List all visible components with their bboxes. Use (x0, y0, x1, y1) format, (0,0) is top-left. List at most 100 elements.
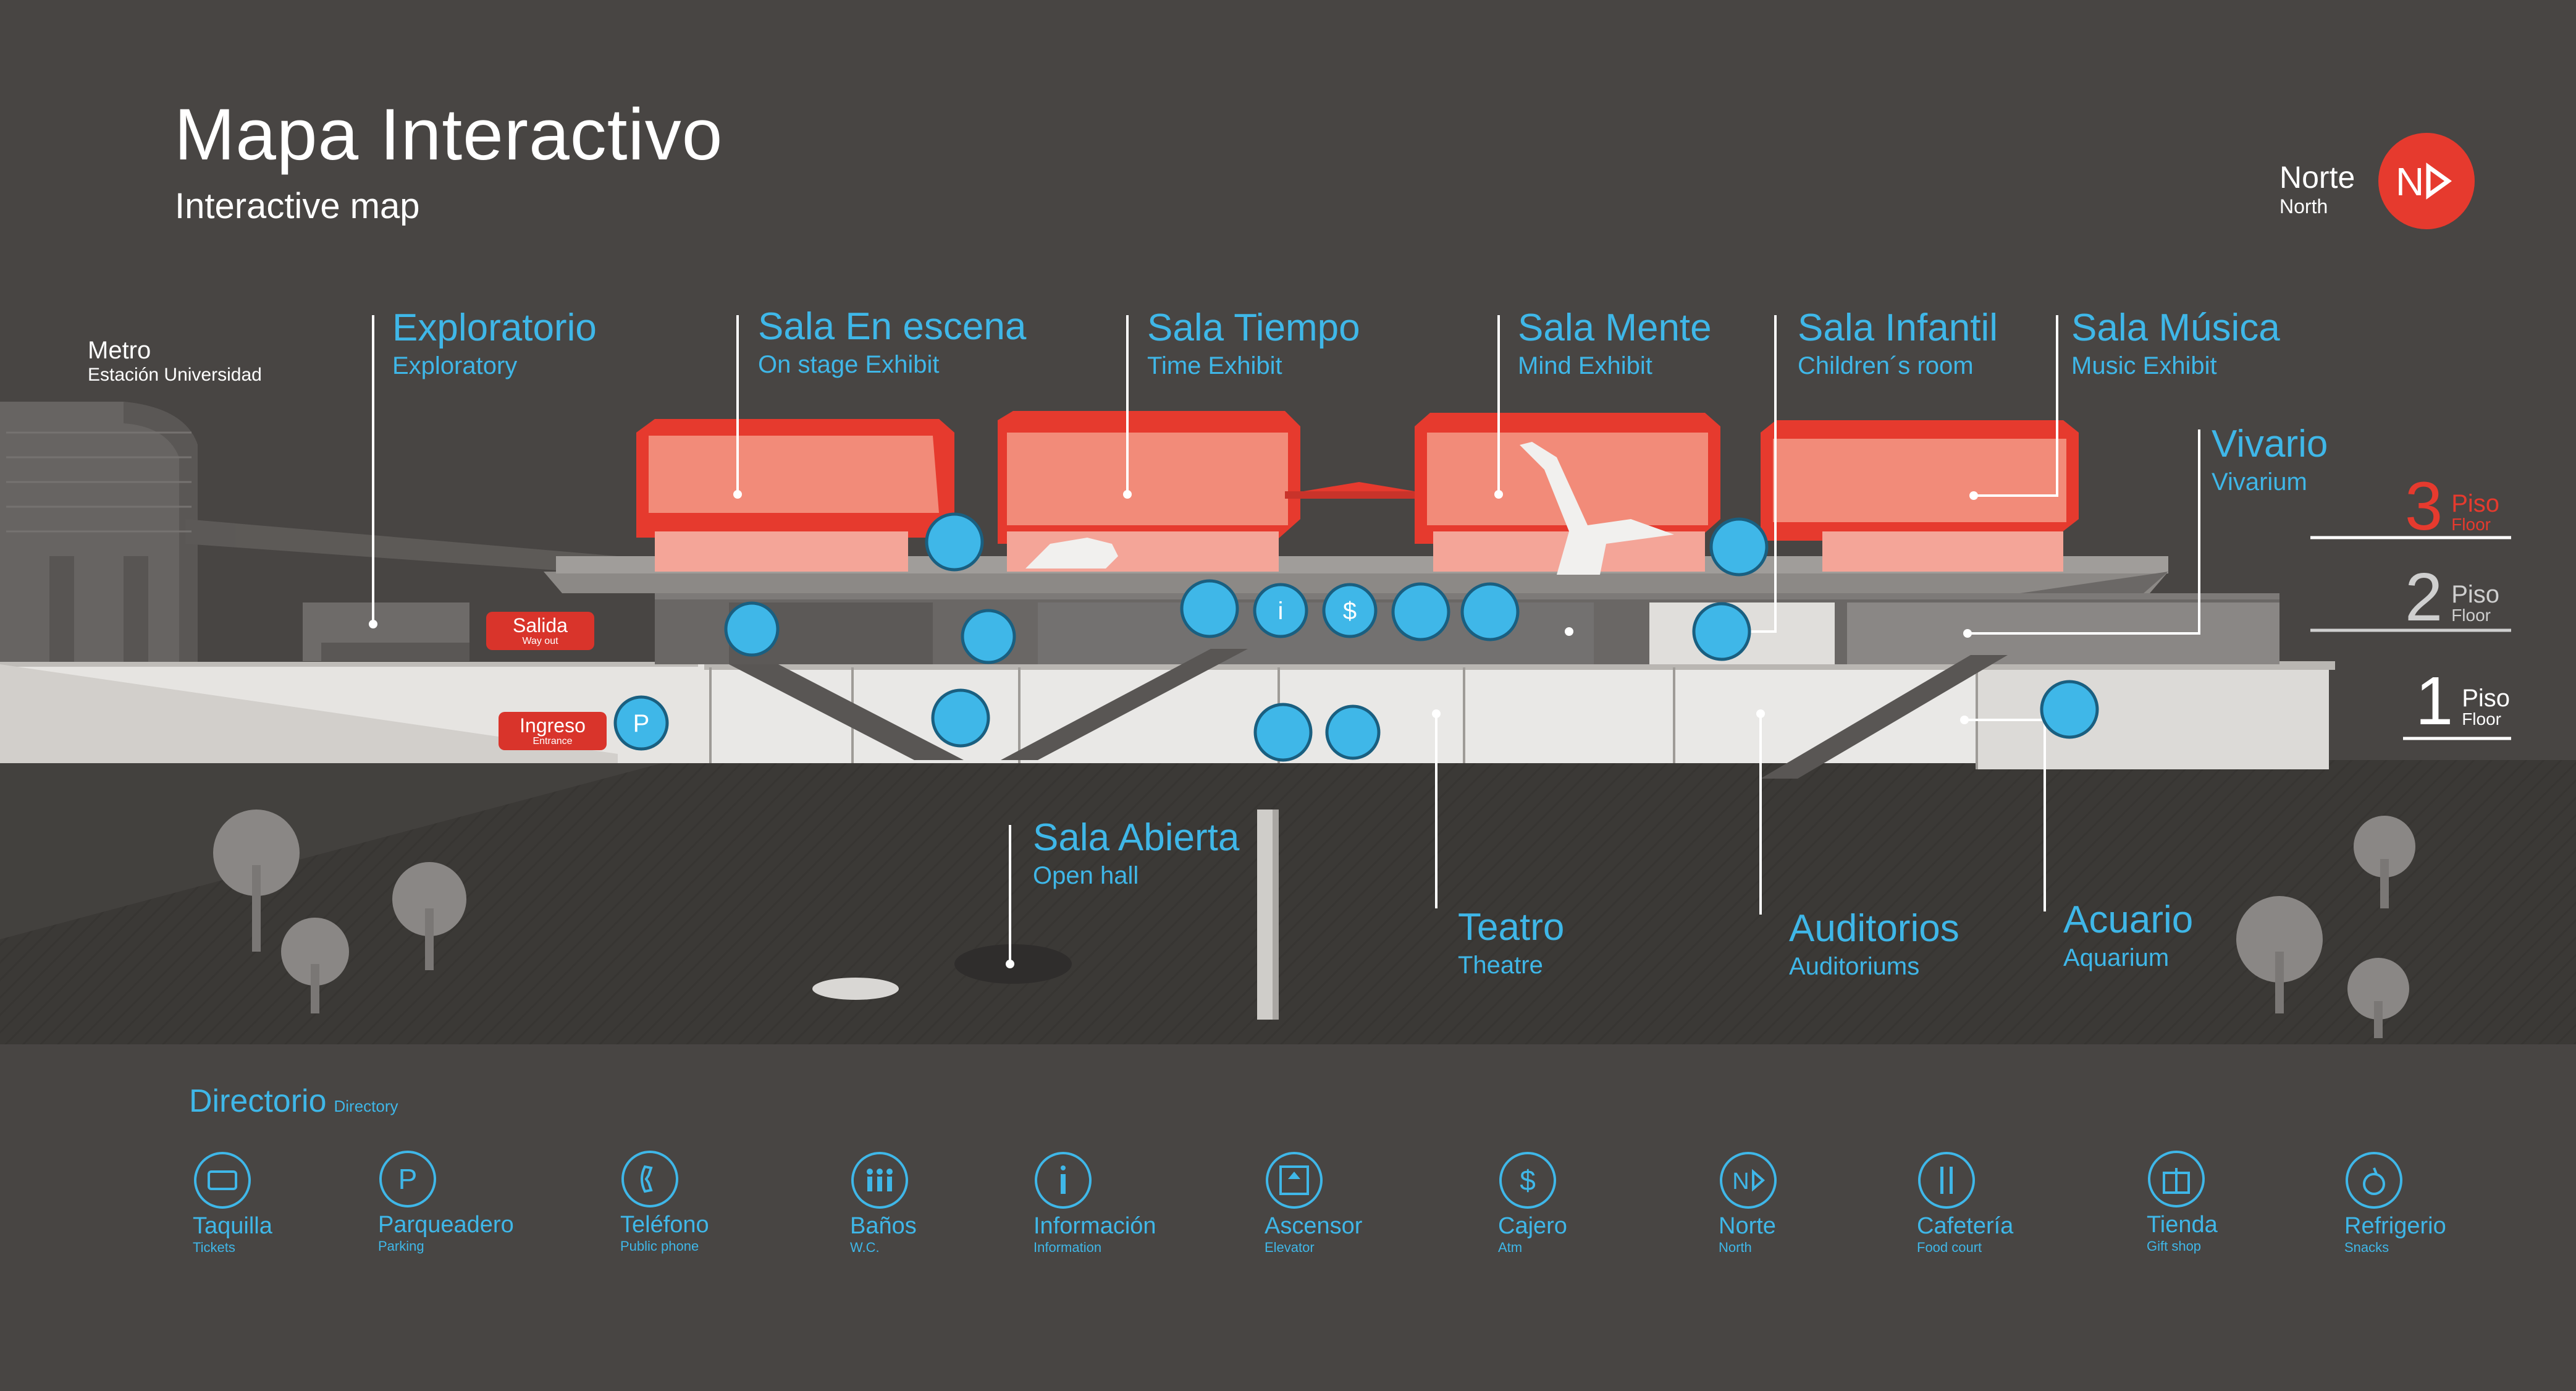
directory-item-refrigerio[interactable]: Refrigerio Snacks (2344, 1151, 2446, 1256)
directory-item-sub: Public phone (620, 1238, 699, 1254)
snacks-marker-2 (1709, 517, 1769, 577)
exhibit-name: Sala Infantil (1798, 307, 1998, 349)
svg-text:i: i (1278, 598, 1284, 625)
floor-2-indicator[interactable]: 2 Piso Floor (2405, 564, 2499, 632)
exhibit-sala-musica[interactable]: Sala Música Music Exhibit (2071, 307, 2280, 379)
gift-shop-icon (2148, 1151, 2205, 1207)
directory-item-label: Cafetería (1917, 1213, 2014, 1239)
exhibit-subname: Vivarium (2212, 468, 2307, 496)
directory-item-label: Refrigerio (2344, 1213, 2446, 1239)
floor-word: Piso (2451, 581, 2499, 608)
directory-item-cajero[interactable]: $ Cajero Atm (1498, 1151, 1567, 1256)
north-icon: N (2396, 159, 2452, 203)
exhibit-name: Sala Mente (1518, 307, 1712, 349)
atm-marker (1322, 583, 1378, 638)
exhibit-name: Acuario (2063, 898, 2194, 941)
floor-number: 3 (2405, 468, 2443, 544)
snacks-marker-3 (1692, 602, 1751, 661)
entrance-callout[interactable]: Ingreso Entrance (499, 712, 607, 750)
exhibit-subname: Auditoriums (1789, 953, 1920, 980)
escalator-right (1761, 655, 2008, 779)
directory-item-sub: North (1719, 1240, 1752, 1255)
elevator-marker (1460, 582, 1520, 641)
compass-sublabel: North (2279, 195, 2328, 218)
floor-3-deck (544, 572, 2168, 593)
directory-item-tienda[interactable]: Tienda Gift shop (2147, 1149, 2218, 1254)
directory-item-sub: Elevator (1265, 1240, 1315, 1255)
exhibit-subname: Exploratory (392, 352, 518, 379)
exhibit-sala-infantil[interactable]: Sala Infantil Children´s room (1798, 307, 1998, 379)
north-badge: N (2378, 133, 2475, 229)
exhibit-acuario[interactable]: Acuario Aquarium (2063, 898, 2194, 971)
info-marker (1253, 583, 1308, 638)
ticket-marker (931, 688, 990, 748)
floor-word: Piso (2451, 490, 2499, 517)
gift-shop-marker (724, 601, 780, 657)
escalator-left (729, 664, 964, 760)
floor-1-indicator[interactable]: 1 Piso Floor (2415, 667, 2510, 735)
leader-lines (372, 315, 2200, 964)
svg-text:$: $ (1343, 598, 1357, 625)
exhibit-sala-mente[interactable]: Sala Mente Mind Exhibit (1518, 307, 1712, 379)
exhibit-name: Sala Música (2071, 307, 2280, 349)
exhibit-vivario[interactable]: Vivario Vivarium (2212, 423, 2328, 496)
exhibit-sala-tiempo[interactable]: Sala Tiempo Time Exhibit (1147, 307, 1360, 379)
snacks-marker (925, 512, 984, 572)
exhibit-sala-en-escena[interactable]: Sala En escena On stage Exhibit (758, 305, 1027, 378)
svg-text:N: N (1732, 1169, 1749, 1194)
entrance-sublabel: Entrance (532, 735, 573, 746)
metro-structure (0, 402, 618, 667)
food-court-marker (961, 609, 1016, 664)
floor-3-indicator[interactable]: 3 Piso Floor (2405, 473, 2499, 541)
exhibit-sala-abierta[interactable]: Sala Abierta Open hall (1033, 819, 1239, 889)
escalator-marker (1391, 582, 1450, 641)
directory-item-cafeteria[interactable]: Cafetería Food court (1917, 1151, 2013, 1256)
directory-item-parqueadero[interactable]: P Parqueadero Parking (378, 1149, 514, 1254)
exhibit-name: Vivario (2212, 423, 2328, 465)
exhibit-name: Sala Tiempo (1147, 307, 1360, 349)
directory-item-label: Teléfono (620, 1212, 709, 1238)
parking-marker (613, 695, 669, 751)
directory-item-informacion[interactable]: Información Information (1033, 1151, 1156, 1256)
brachiosaurus-figure (1520, 442, 1674, 575)
exhibit-teatro[interactable]: Teatro Theatre (1458, 908, 1564, 978)
exhibit-auditorios[interactable]: Auditorios Auditoriums (1789, 910, 1959, 979)
exit-callout[interactable]: Salida Way out (486, 612, 594, 650)
north-icon: N (1720, 1152, 1777, 1209)
floor-sub: Floor (2462, 709, 2501, 729)
metro-label: Metro Estación Universidad (88, 337, 262, 386)
exhibit-exploratorio[interactable]: Exploratorio Exploratory (392, 309, 597, 379)
exhibit-subname: On stage Exhibit (758, 351, 940, 378)
directory-item-ascensor[interactable]: Ascensor Elevator (1265, 1151, 1362, 1256)
directory-item-sub: W.C. (850, 1240, 880, 1255)
directory-item-telefono[interactable]: Teléfono Public phone (620, 1149, 709, 1254)
page-subtitle: Interactive map (175, 186, 420, 226)
exhibit-subname: Time Exhibit (1147, 352, 1282, 379)
directory-item-label: Ascensor (1265, 1213, 1363, 1239)
exhibit-subname: Music Exhibit (2071, 352, 2217, 379)
directory-subtitle: Directory (334, 1097, 398, 1115)
compass-label: Norte (2279, 160, 2355, 195)
pavilions (636, 411, 2079, 572)
directory-item-banos[interactable]: Baños W.C. (850, 1151, 917, 1256)
floor-word: Piso (2462, 685, 2510, 712)
exhibit-name: Sala En escena (758, 305, 1027, 348)
directory-item-norte[interactable]: N Norte North (1719, 1151, 1778, 1256)
metro-station: Estación Universidad (88, 365, 262, 385)
snacks-icon (2346, 1152, 2402, 1209)
floor-sub: Floor (2451, 606, 2491, 625)
exhibit-name: Teatro (1458, 906, 1565, 949)
exhibit-subname: Aquarium (2063, 944, 2170, 971)
directory-item-label: Información (1033, 1213, 1156, 1239)
elevator-icon (1266, 1152, 1323, 1209)
exit-sublabel: Way out (522, 635, 558, 646)
directory-item-label: Tienda (2147, 1212, 2218, 1238)
directory-item-label: Baños (850, 1213, 917, 1239)
floor-number: 2 (2405, 559, 2443, 635)
floor-sub: Floor (2451, 515, 2491, 534)
directory-item-label: Norte (1719, 1213, 1776, 1239)
directory-item-taquilla[interactable]: Taquilla Tickets (193, 1151, 272, 1256)
restroom-marker (1180, 579, 1239, 638)
